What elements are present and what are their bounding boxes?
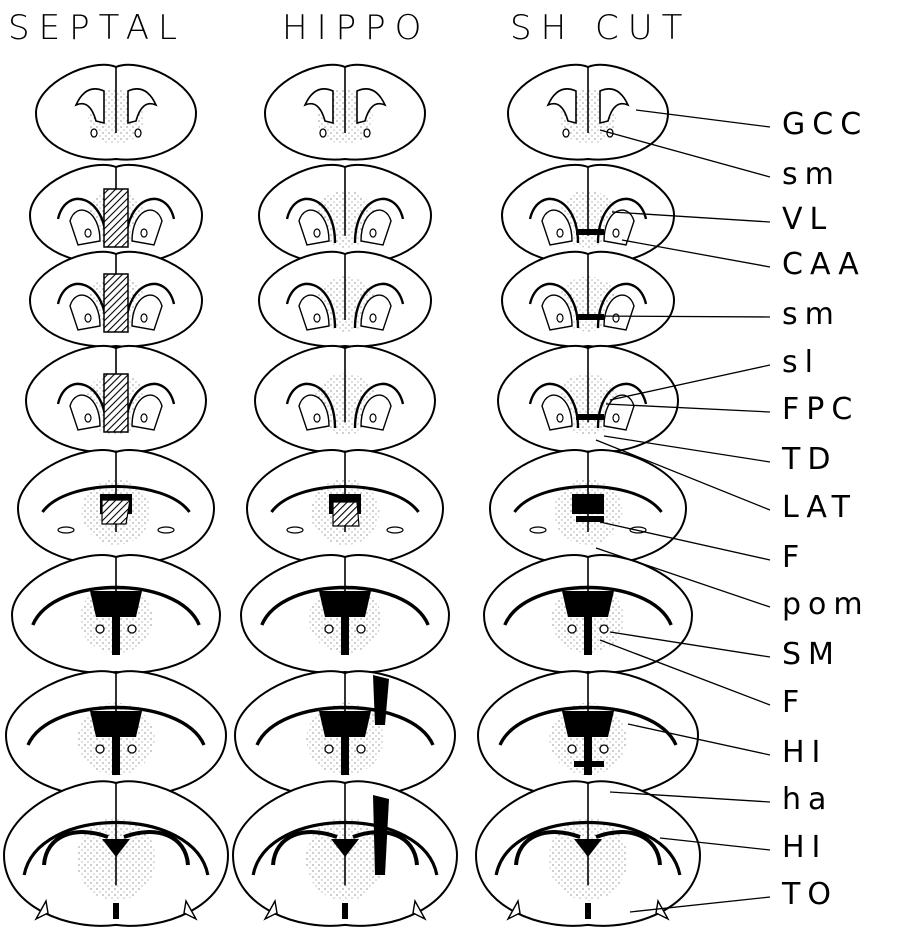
sh-cut-mark <box>576 314 604 320</box>
section-sh-cut-7 <box>478 671 698 796</box>
section-septal-7 <box>6 671 226 796</box>
ca-marker <box>314 414 320 422</box>
fornix-marker <box>600 625 608 633</box>
commissure-marker <box>530 527 546 533</box>
ca-marker <box>613 414 619 422</box>
section-septal-4 <box>26 346 206 452</box>
commissure-marker <box>387 527 403 533</box>
ca-marker <box>135 129 141 137</box>
section-hippo-2 <box>259 165 431 264</box>
ca-marker <box>613 314 619 322</box>
fornix-marker <box>325 625 333 633</box>
fornix-marker <box>600 745 608 753</box>
stipple-region <box>77 817 155 901</box>
stipple-region <box>549 817 627 901</box>
fimbria-mass <box>562 591 614 617</box>
section-hippo-8 <box>233 781 457 926</box>
ca-marker <box>85 414 91 422</box>
third-ventricle <box>112 735 120 775</box>
ca-marker <box>557 414 563 422</box>
third-ventricle <box>112 615 120 655</box>
section-septal-5 <box>18 450 214 564</box>
sh-cut-mark <box>576 516 604 522</box>
stipple-region <box>306 817 384 901</box>
fimbria-mass <box>90 591 142 617</box>
ca-marker <box>141 314 147 322</box>
ca-marker <box>613 229 619 237</box>
fornix-marker <box>357 625 365 633</box>
section-sh-cut-5 <box>490 450 686 564</box>
ca-marker <box>314 229 320 237</box>
fornix-marker <box>357 745 365 753</box>
section-sh-cut-4 <box>498 346 678 452</box>
commissure-marker <box>287 527 303 533</box>
fornix-marker <box>96 745 104 753</box>
section-septal-6 <box>12 555 220 673</box>
commissure-marker <box>58 527 74 533</box>
fimbria-mass <box>562 711 614 737</box>
fornix-marker <box>128 625 136 633</box>
hippo-lesion-hatched <box>333 502 359 526</box>
commissure-marker <box>158 527 174 533</box>
section-hippo-5 <box>247 450 443 564</box>
section-sh-cut-8 <box>476 781 700 926</box>
ca-marker <box>91 129 97 137</box>
ca-marker <box>557 229 563 237</box>
sections-group <box>4 65 700 926</box>
fimbria-mass <box>90 711 142 737</box>
ca-marker <box>364 129 370 137</box>
third-ventricle <box>584 735 592 775</box>
ca-marker <box>85 229 91 237</box>
ventral-marker <box>585 903 591 919</box>
third-ventricle <box>584 615 592 655</box>
section-hippo-6 <box>241 555 449 673</box>
ca-marker <box>370 414 376 422</box>
section-hippo-7 <box>235 671 455 796</box>
fornix-marker <box>325 745 333 753</box>
section-sh-cut-1 <box>508 65 668 160</box>
fornix-marker <box>568 625 576 633</box>
ca-marker <box>370 314 376 322</box>
septal-lesion-hatched <box>104 189 128 247</box>
ca-marker <box>370 229 376 237</box>
sh-cut-mark <box>574 761 604 767</box>
section-septal-3 <box>30 252 202 347</box>
section-sh-cut-6 <box>484 555 692 673</box>
septal-lesion-hatched <box>104 374 128 432</box>
ca-marker <box>141 414 147 422</box>
section-hippo-3 <box>259 252 431 347</box>
fornix-marker <box>128 745 136 753</box>
third-ventricle <box>341 735 349 775</box>
section-hippo-4 <box>255 346 435 452</box>
sh-cut-mark <box>576 229 604 235</box>
ventral-marker <box>342 903 348 919</box>
section-hippo-1 <box>265 65 425 160</box>
ca-marker <box>320 129 326 137</box>
section-septal-8 <box>4 781 228 926</box>
section-sh-cut-3 <box>502 252 674 347</box>
ca-marker <box>314 314 320 322</box>
septal-mass <box>572 494 604 514</box>
ca-marker <box>85 314 91 322</box>
septal-lesion-hatched <box>104 274 128 332</box>
sh-cut-mark <box>576 414 604 420</box>
ca-marker <box>563 129 569 137</box>
fornix-marker <box>96 625 104 633</box>
fimbria-mass <box>319 711 371 737</box>
fimbria-mass <box>319 591 371 617</box>
ventral-marker <box>113 903 119 919</box>
ca-marker <box>557 314 563 322</box>
section-septal-1 <box>36 65 196 160</box>
section-septal-2 <box>30 165 202 264</box>
fornix-marker <box>568 745 576 753</box>
septal-lesion-hatched <box>102 500 130 524</box>
third-ventricle <box>341 615 349 655</box>
ca-marker <box>141 229 147 237</box>
